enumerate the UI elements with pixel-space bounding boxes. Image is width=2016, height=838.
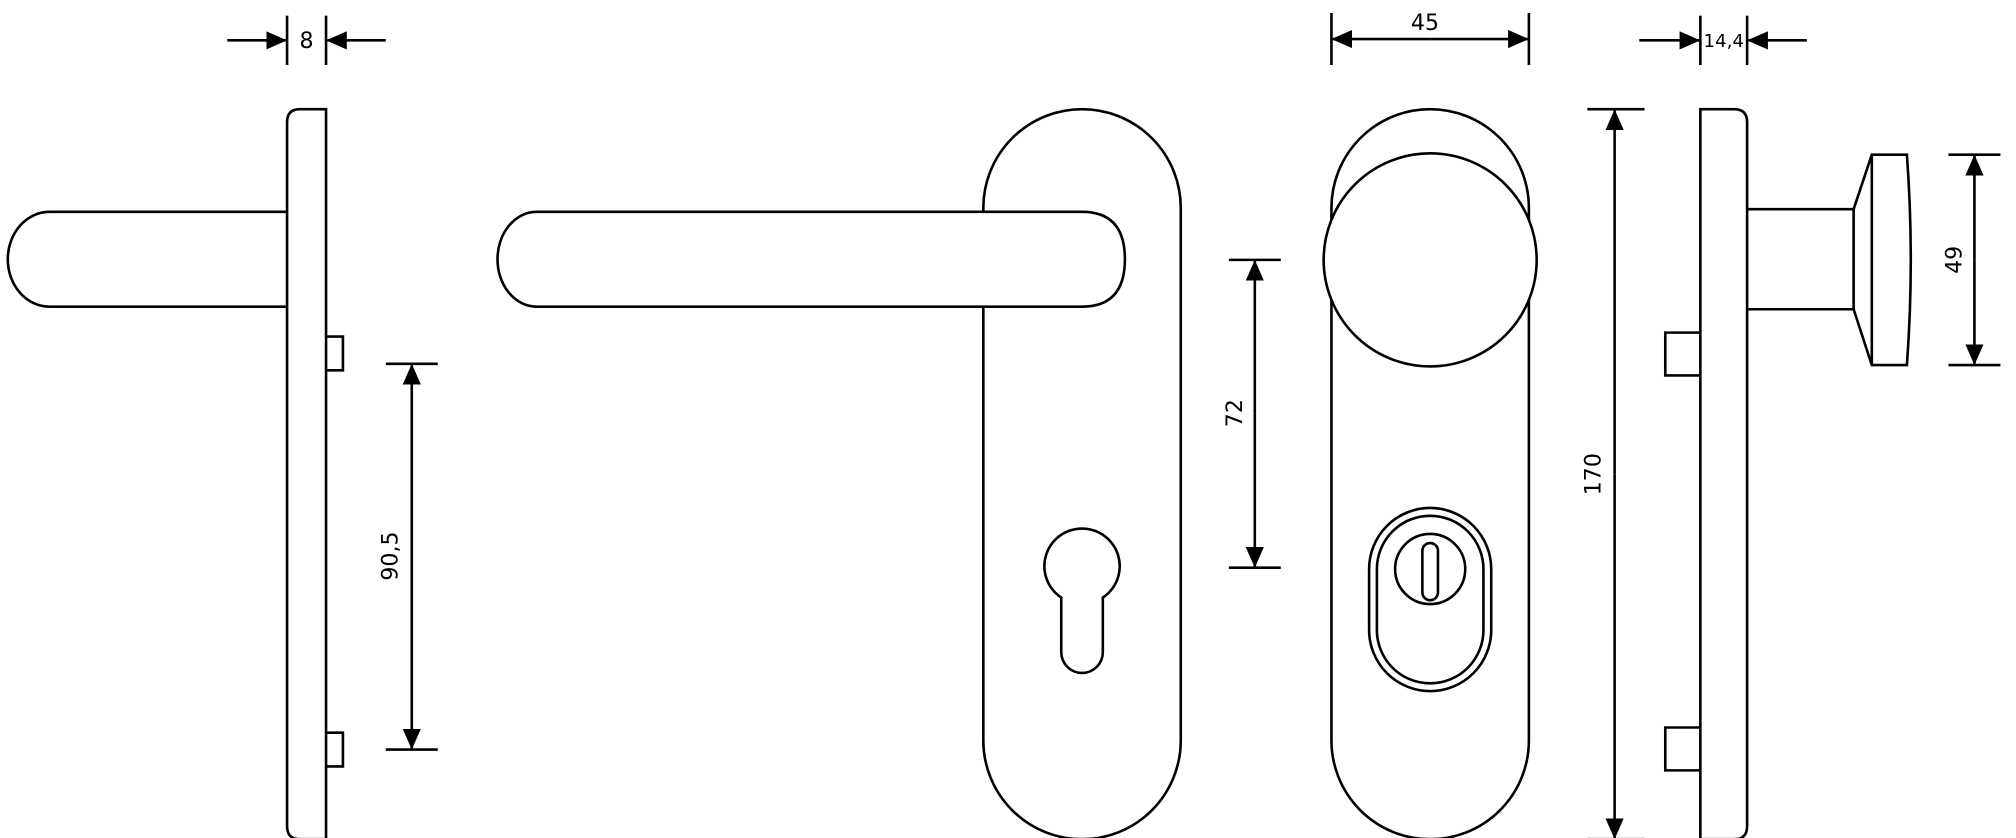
- knob-side-tab-top: [1663, 331, 1701, 377]
- dimension-label-49: 49: [1942, 246, 1967, 274]
- knob-front-plate: [1330, 107, 1531, 838]
- lever-side-tab-bottom: [326, 731, 345, 768]
- cylinder-escutcheon-inner: [1375, 514, 1485, 685]
- lever-side-plate: [285, 107, 328, 838]
- knob-side-tab-bottom: [1663, 726, 1701, 772]
- dimension-label-14-4: 14,4: [1703, 31, 1743, 52]
- cylinder-slot: [1421, 541, 1440, 602]
- lever-side-handle: [6, 210, 288, 308]
- dimension-label-90-5: 90,5: [378, 531, 403, 580]
- dimension-label-170: 170: [1581, 453, 1606, 495]
- lever-side-view: 8 90,5: [6, 15, 438, 838]
- knob-side-neck: [1747, 207, 1855, 311]
- cylinder-turn: [1393, 532, 1467, 606]
- knob-circle: [1322, 152, 1538, 368]
- lever-side-tab-top: [326, 335, 345, 372]
- dimension-label-72: 72: [1223, 399, 1248, 427]
- lever-front-handle: [496, 210, 1127, 308]
- keyhole: [1043, 527, 1121, 675]
- cylinder-escutcheon-outer: [1367, 506, 1493, 693]
- knob-side-view: 14,4 49: [1639, 15, 2001, 838]
- knob-side-head: [1852, 153, 1913, 367]
- knob-side-plate: [1699, 107, 1749, 838]
- dimension-label-45: 45: [1411, 11, 1439, 36]
- lever-front-plate: [982, 107, 1183, 838]
- dimension-label-8: 8: [300, 29, 314, 54]
- lever-front-view: 72: [496, 107, 1281, 838]
- knob-front-view: 45 170: [1322, 11, 1645, 838]
